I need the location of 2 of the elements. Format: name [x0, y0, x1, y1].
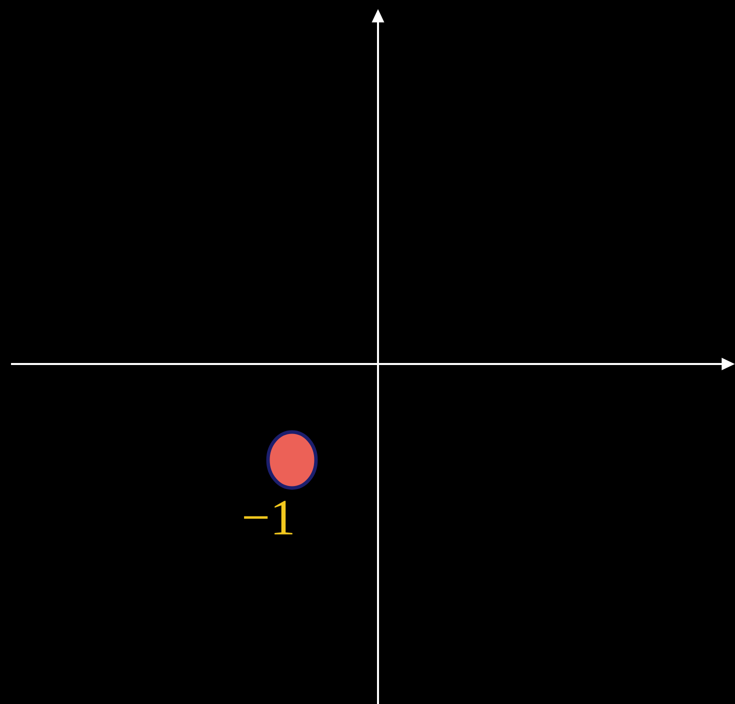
value-label: −1 — [244, 500, 292, 534]
dot — [266, 430, 318, 490]
